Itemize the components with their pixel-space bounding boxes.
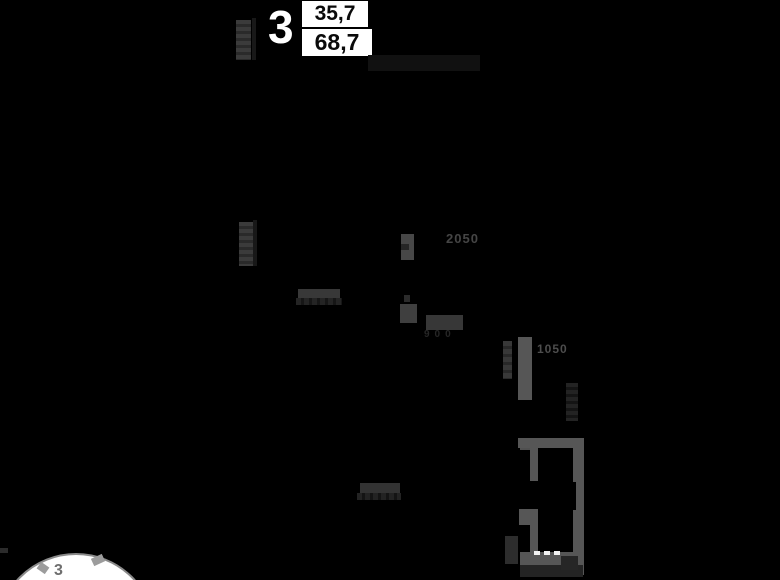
dimension-label-top: 2050 <box>446 231 479 246</box>
balcony-wall-top <box>518 438 584 448</box>
balcony-wall-opening <box>571 482 576 510</box>
balcony-wall-inset <box>561 556 578 570</box>
wall-segment <box>368 55 480 71</box>
wall-segment <box>253 220 257 266</box>
door-marker <box>400 304 417 323</box>
wall-segment <box>518 337 532 400</box>
wall-segment <box>503 341 512 379</box>
level-marker-circle <box>0 553 156 580</box>
balcony-wall-left <box>530 509 538 555</box>
window-dashed-line <box>534 551 564 555</box>
door-marker-notch <box>404 295 410 302</box>
area-lower-value: 68,7 <box>302 29 372 56</box>
dimension-strip <box>236 20 251 60</box>
dimension-strip <box>357 493 401 500</box>
dimension-label-door: 900 <box>424 329 456 340</box>
dimension-strip <box>566 383 578 421</box>
balcony-wall-right <box>573 438 584 575</box>
area-upper-value: 35,7 <box>302 1 368 27</box>
door-marker-notch <box>401 244 409 250</box>
wall-segment <box>0 548 8 553</box>
area-box: 35,7 68,7 <box>302 1 372 56</box>
dimension-strip <box>296 298 342 305</box>
level-marker-number: 3 <box>54 562 63 579</box>
dimension-label-right: 1050 <box>537 342 568 356</box>
unit-number: 3 <box>268 1 294 53</box>
dimension-strip <box>239 222 253 266</box>
wall-segment <box>505 536 518 564</box>
wall-segment <box>252 18 256 60</box>
balcony-wall-left <box>530 448 538 481</box>
wall-segment <box>426 315 463 330</box>
balcony-door-jamb <box>519 509 531 525</box>
dimension-strip <box>360 483 400 493</box>
dimension-strip <box>298 289 340 298</box>
